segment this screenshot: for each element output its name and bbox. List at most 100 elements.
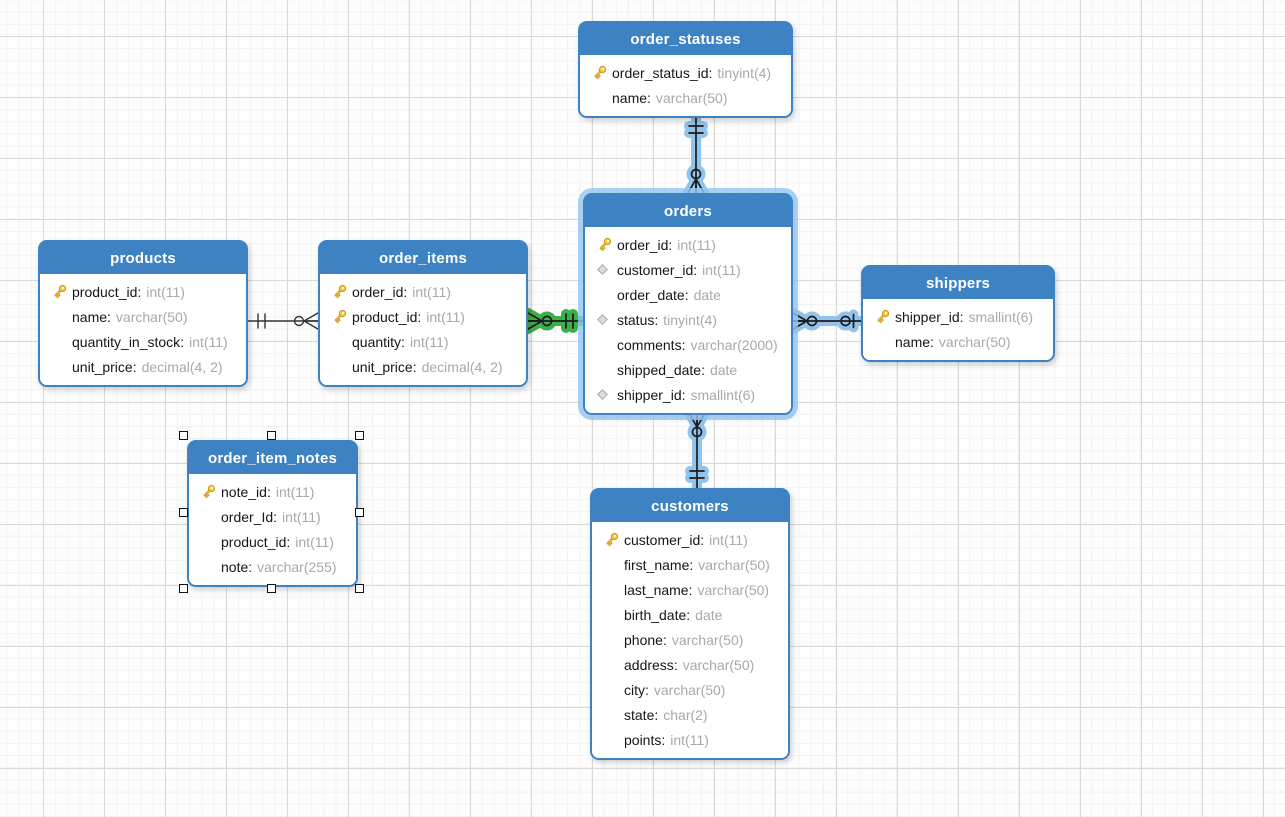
field-row[interactable]: unit_pricedecimal(4, 2)	[40, 354, 246, 379]
key-icon-cell	[331, 308, 352, 325]
table-order_items[interactable]: order_items order_id int(11) product_idint(…	[318, 240, 528, 387]
field-row[interactable]: order_status_idtinyint(4)	[580, 60, 791, 85]
selection-handle-ne[interactable]	[354, 430, 364, 440]
table-orders[interactable]: orders order_idint(11) customer_id int(11) o…	[583, 193, 793, 415]
field-row[interactable]: birth_date date	[592, 602, 788, 627]
selection-handle-w[interactable]	[178, 507, 188, 517]
field-name: points	[624, 732, 665, 748]
field-row[interactable]: pointsint(11)	[592, 727, 788, 752]
table-header-customers[interactable]: customers	[592, 490, 788, 522]
table-header-order_statuses[interactable]: order_statuses	[580, 23, 791, 55]
table-shippers[interactable]: shippersshipper_idsmallint(6)namevarchar…	[861, 265, 1055, 362]
field-name: status	[617, 312, 658, 328]
selection-handle-nw[interactable]	[178, 430, 188, 440]
selection-handle-sw[interactable]	[178, 583, 188, 593]
table-title: order_item_notes	[207, 449, 338, 467]
table-header-products[interactable]: products	[40, 242, 246, 274]
field-row[interactable]: order_idint(11)	[585, 232, 791, 257]
field-row[interactable]: first_name varchar(50)	[592, 552, 788, 577]
field-row[interactable]: phonevarchar(50)	[592, 627, 788, 652]
field-name: product_id	[72, 284, 141, 300]
connector-orders-shippers[interactable]	[788, 301, 866, 341]
field-row[interactable]: note_idint(11)	[189, 479, 356, 504]
selection-handle-n[interactable]	[266, 430, 276, 440]
field-type: varchar(50)	[698, 556, 770, 573]
field-row[interactable]: namevarchar(50)	[580, 85, 791, 110]
nullable-fk-diamond-icon	[596, 388, 609, 401]
field-name: last_name	[624, 582, 692, 598]
field-row[interactable]: statustinyint(4)	[585, 307, 791, 332]
field-row[interactable]: shipped_datedate	[585, 357, 791, 382]
field-type: varchar(50)	[671, 631, 744, 648]
key-icon-cell	[603, 531, 624, 548]
field-row[interactable]: product_id int(11)	[40, 279, 246, 304]
field-row[interactable]: order_id int(11)	[320, 279, 526, 304]
field-name: city	[624, 682, 649, 698]
field-name: order_date	[617, 287, 689, 303]
field-type: int(11)	[412, 283, 451, 300]
field-row[interactable]: order_Idint(11)	[189, 504, 356, 529]
nullable-fk-diamond-icon	[596, 313, 609, 326]
table-field-list: order_status_idtinyint(4)namevarchar(50)	[580, 55, 791, 116]
table-header-order_item_notes[interactable]: order_item_notes	[189, 442, 356, 474]
field-name: product_id	[221, 534, 290, 550]
table-order_item_notes[interactable]: order_item_notes note_idint(11)order_Idin…	[187, 440, 358, 587]
field-row[interactable]: shipper_idsmallint(6)	[863, 304, 1053, 329]
field-row[interactable]: quantityint(11)	[320, 329, 526, 354]
key-icon-cell	[331, 283, 352, 300]
field-name: comments	[617, 337, 685, 353]
field-row[interactable]: statechar(2)	[592, 702, 788, 727]
field-row[interactable]: addressvarchar(50)	[592, 652, 788, 677]
table-header-orders[interactable]: orders	[585, 195, 791, 227]
field-name: shipped_date	[617, 362, 705, 378]
connector-products-order_items[interactable]	[247, 301, 319, 341]
field-name: first_name	[624, 557, 693, 573]
table-customers[interactable]: customerscustomer_idint(11)first_namevar…	[590, 488, 790, 760]
field-row[interactable]: unit_pricedecimal(4, 2)	[320, 354, 526, 379]
field-row[interactable]: last_namevarchar(50)	[592, 577, 788, 602]
connector-order_statuses-orders[interactable]	[676, 111, 716, 198]
field-type: date	[693, 286, 721, 303]
table-products[interactable]: products product_id int(11) namevarchar(50)…	[38, 240, 248, 387]
key-icon-cell	[874, 308, 895, 325]
field-name: state	[624, 707, 658, 723]
field-row[interactable]: customer_idint(11)	[592, 527, 788, 552]
selection-handle-e[interactable]	[354, 507, 364, 517]
field-row[interactable]: product_idint(11)	[189, 529, 356, 554]
field-row[interactable]: product_idint(11)	[320, 304, 526, 329]
field-name: birth_date	[624, 607, 690, 623]
field-type: varchar(50)	[682, 656, 755, 673]
field-row[interactable]: commentsvarchar(2000)	[585, 332, 791, 357]
field-row[interactable]: cityvarchar(50)	[592, 677, 788, 702]
field-name: order_status_id	[612, 65, 712, 81]
field-name: name	[895, 334, 934, 350]
field-type: int(11)	[146, 283, 185, 300]
field-type: int(11)	[189, 333, 228, 350]
field-row[interactable]: order_datedate	[585, 282, 791, 307]
diamond-icon-cell	[596, 263, 617, 276]
field-row[interactable]: customer_id int(11)	[585, 257, 791, 282]
selection-handle-se[interactable]	[354, 583, 364, 593]
field-name: phone	[624, 632, 667, 648]
field-row[interactable]: notevarchar(255)	[189, 554, 356, 579]
key-icon-cell	[51, 283, 72, 300]
table-order_statuses[interactable]: order_statusesorder_status_idtinyint(4)n…	[578, 21, 793, 118]
primary-key-icon	[54, 284, 67, 299]
field-row[interactable]: namevarchar(50)	[40, 304, 246, 329]
field-row[interactable]: namevarchar(50)	[863, 329, 1053, 354]
field-row[interactable]: shipper_idsmallint(6)	[585, 382, 791, 407]
field-row[interactable]: quantity_in_stockint(11)	[40, 329, 246, 354]
table-header-order_items[interactable]: order_items	[320, 242, 526, 274]
table-title: order_items	[378, 249, 468, 267]
field-name: order_id	[352, 284, 407, 300]
table-field-list: shipper_idsmallint(6)namevarchar(50)	[863, 299, 1053, 360]
connector-orders-customers[interactable]	[677, 408, 717, 493]
table-header-shippers[interactable]: shippers	[863, 267, 1053, 299]
field-type: int(11)	[702, 261, 741, 278]
table-title: products	[110, 249, 176, 267]
connector-order_items-orders[interactable]	[523, 301, 588, 341]
field-type: date	[695, 606, 723, 623]
selection-handle-s[interactable]	[266, 583, 276, 593]
field-name: customer_id	[617, 262, 697, 278]
